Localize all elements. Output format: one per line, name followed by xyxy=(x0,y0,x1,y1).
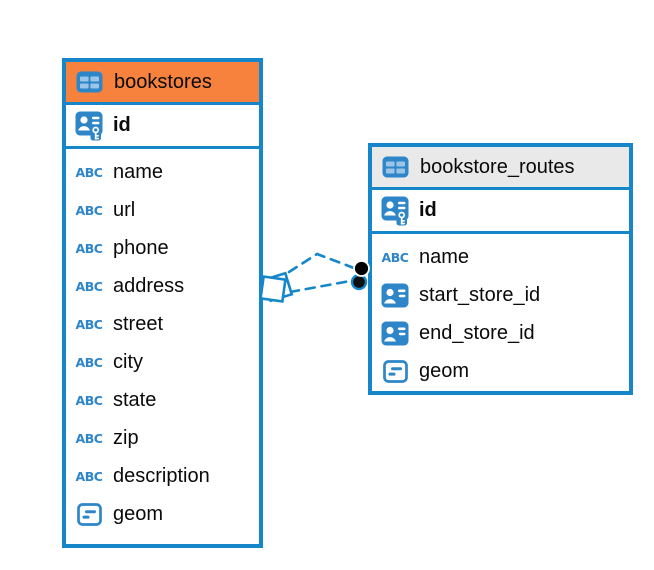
column-row-url[interactable]: ABC url xyxy=(66,191,259,229)
relationship-many-end-marker[interactable] xyxy=(259,271,294,303)
column-name: name xyxy=(419,245,470,268)
table-icon xyxy=(380,156,410,178)
column-row-geom[interactable]: geom xyxy=(372,352,629,390)
column-row-street[interactable]: ABC street xyxy=(66,305,259,343)
column-name: address xyxy=(113,274,185,297)
column-name: id xyxy=(113,114,131,136)
column-name: phone xyxy=(113,236,169,259)
column-name: state xyxy=(113,388,157,411)
text-icon: ABC xyxy=(75,164,103,180)
column-row-address[interactable]: ABC address xyxy=(66,267,259,305)
table-title: bookstores xyxy=(114,70,212,93)
column-name: end_store_id xyxy=(419,321,535,344)
text-icon: ABC xyxy=(75,392,103,408)
column-row-state[interactable]: ABC state xyxy=(66,381,259,419)
text-icon: ABC xyxy=(381,249,409,265)
relationship-line-lower[interactable] xyxy=(288,279,352,294)
table-icon xyxy=(74,71,104,93)
text-icon: ABC xyxy=(75,240,103,256)
id-card-icon xyxy=(380,321,410,346)
table-header[interactable]: bookstore_routes xyxy=(372,147,629,190)
text-icon: ABC xyxy=(75,468,103,484)
text-icon: ABC xyxy=(75,430,103,446)
relationship-one-end-marker[interactable] xyxy=(350,260,370,291)
column-name: start_store_id xyxy=(419,283,541,306)
id-card-icon xyxy=(380,283,410,308)
column-row-id[interactable]: id xyxy=(66,105,259,149)
primary-key-icon xyxy=(380,196,410,226)
geometry-icon xyxy=(74,502,104,526)
text-icon: ABC xyxy=(75,354,103,370)
column-name: geom xyxy=(419,359,470,382)
text-icon: ABC xyxy=(75,202,103,218)
text-icon: ABC xyxy=(75,316,103,332)
column-name: url xyxy=(113,198,136,221)
column-name: city xyxy=(113,350,143,373)
column-row-description[interactable]: ABC description xyxy=(66,457,259,495)
primary-key-icon xyxy=(74,111,104,141)
column-row-geom[interactable]: geom xyxy=(66,495,259,533)
column-row-name[interactable]: ABC name xyxy=(66,153,259,191)
relationship-line-upper[interactable] xyxy=(287,252,356,274)
table-header[interactable]: bookstores xyxy=(66,62,259,105)
table-title: bookstore_routes xyxy=(420,155,575,178)
column-name: geom xyxy=(113,502,164,525)
column-row-zip[interactable]: ABC zip xyxy=(66,419,259,457)
geometry-icon xyxy=(380,359,410,383)
column-row-city[interactable]: ABC city xyxy=(66,343,259,381)
column-name: name xyxy=(113,160,164,183)
column-name: description xyxy=(113,464,210,487)
column-name: street xyxy=(113,312,164,335)
column-row-end_store_id[interactable]: end_store_id xyxy=(372,314,629,352)
text-icon: ABC xyxy=(75,278,103,294)
column-row-phone[interactable]: ABC phone xyxy=(66,229,259,267)
column-row-name[interactable]: ABC name xyxy=(372,238,629,276)
column-name: zip xyxy=(113,426,139,449)
column-row-id[interactable]: id xyxy=(372,190,629,234)
column-row-start_store_id[interactable]: start_store_id xyxy=(372,276,629,314)
column-name: id xyxy=(419,199,437,221)
